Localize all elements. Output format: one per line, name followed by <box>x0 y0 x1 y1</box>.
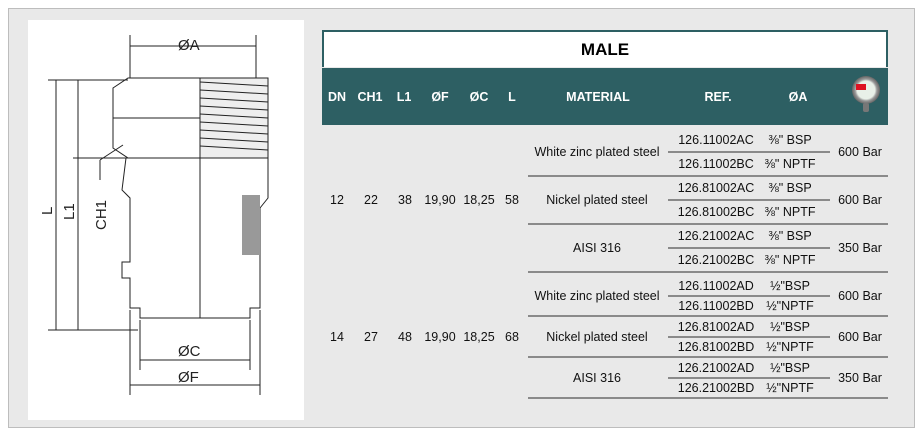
pressure-rating: 350 Bar <box>838 241 882 255</box>
thread-size: ½"BSP <box>770 360 810 375</box>
material-name: Nickel plated steel <box>546 329 648 344</box>
header-material: MATERIAL <box>566 90 630 104</box>
thread-size: ⅜" BSP <box>768 181 812 196</box>
cell-ch1: 22 <box>364 193 378 207</box>
ref-code: 126.21002AC <box>677 229 755 244</box>
row-divider <box>528 223 888 225</box>
cell-f: 19,90 <box>424 329 456 344</box>
header-ch1: CH1 <box>357 90 383 104</box>
ref-code: 126.81002BD <box>677 340 755 355</box>
pressure-rating: 600 Bar <box>838 288 882 303</box>
material-name: AISI 316 <box>573 370 621 385</box>
ref-code: 126.21002BC <box>677 253 755 268</box>
thread-size: ⅜" NPTF <box>764 157 816 172</box>
row-divider <box>528 315 888 317</box>
dim-f-label: ØF <box>178 369 199 386</box>
ref-divider <box>668 199 830 201</box>
ref-code: 126.11002BC <box>678 157 754 172</box>
header-l: L <box>508 90 516 104</box>
ref-code: 126.21002AD <box>677 360 755 375</box>
ref-divider <box>668 151 830 153</box>
male-fitting-diagram: ØA ØC ØF L L1 CH1 <box>39 35 269 395</box>
thread-size: ⅜" BSP <box>768 133 812 148</box>
header-c: ØC <box>469 90 489 104</box>
material-name: White zinc plated steel <box>534 288 660 303</box>
ref-code: 126.21002BD <box>677 381 755 396</box>
fitting-drawing: ØA ØC ØF L L1 CH1 <box>28 20 304 420</box>
pressure-rating: 350 Bar <box>838 370 882 385</box>
ref-code: 126.11002AD <box>678 278 754 293</box>
cell-l1: 38 <box>398 193 412 207</box>
cell-c: 18,25 <box>463 193 495 207</box>
ref-code: 126.81002BC <box>677 205 755 220</box>
ref-code: 126.11002BD <box>678 299 754 314</box>
header-l1: L1 <box>396 90 412 104</box>
pressure-rating: 600 Bar <box>838 193 882 207</box>
thread-size: ½"BSP <box>770 278 810 293</box>
cell-c: 18,25 <box>463 329 495 344</box>
cell-dn: 14 <box>330 329 344 344</box>
header-a: ØA <box>788 90 808 104</box>
thread-size: ½"NPTF <box>766 299 814 314</box>
material-name: White zinc plated steel <box>534 145 660 159</box>
row-divider <box>528 271 888 273</box>
ref-code: 126.81002AD <box>677 319 755 334</box>
dim-l-label: L <box>39 207 56 215</box>
cell-ch1: 27 <box>364 329 378 344</box>
ref-divider <box>668 294 830 297</box>
dim-c-label: ØC <box>178 343 201 360</box>
dim-l1-label: L1 <box>61 203 78 220</box>
thread-size: ½"BSP <box>770 319 810 334</box>
pressure-rating: 600 Bar <box>838 145 882 159</box>
table-title: MALE <box>322 30 888 67</box>
cell-dn: 12 <box>330 193 344 207</box>
ref-divider <box>668 335 830 338</box>
ref-code: 126.81002AC <box>677 181 755 196</box>
pressure-rating: 600 Bar <box>838 329 882 344</box>
header-f: ØF <box>431 90 449 104</box>
row-divider <box>528 175 888 177</box>
thread-size: ⅜" NPTF <box>764 205 816 220</box>
thread-size: ½"NPTF <box>766 340 814 355</box>
thread-size: ½"NPTF <box>766 381 814 396</box>
pressure-gauge-icon <box>852 76 880 112</box>
material-name: Nickel plated steel <box>546 193 648 207</box>
ref-divider <box>668 247 830 249</box>
row-divider <box>528 397 888 399</box>
row-divider <box>528 356 888 358</box>
table-header: DN CH1 L1 ØF ØC L MATERIAL REF. ØA <box>322 68 888 125</box>
ref-divider <box>668 376 830 379</box>
dim-ch1-label: CH1 <box>93 200 110 230</box>
header-ref: REF. <box>704 90 732 104</box>
thread-size: ⅜" NPTF <box>764 253 816 268</box>
cell-l1: 48 <box>398 329 412 344</box>
thread-size: ⅜" BSP <box>768 229 812 244</box>
cell-l: 68 <box>505 329 519 344</box>
cell-l: 58 <box>505 193 519 207</box>
material-name: AISI 316 <box>573 241 621 255</box>
header-dn: DN <box>327 90 347 104</box>
dim-a-label: ØA <box>178 37 200 54</box>
cell-f: 19,90 <box>424 193 456 207</box>
ref-code: 126.11002AC <box>678 133 754 148</box>
